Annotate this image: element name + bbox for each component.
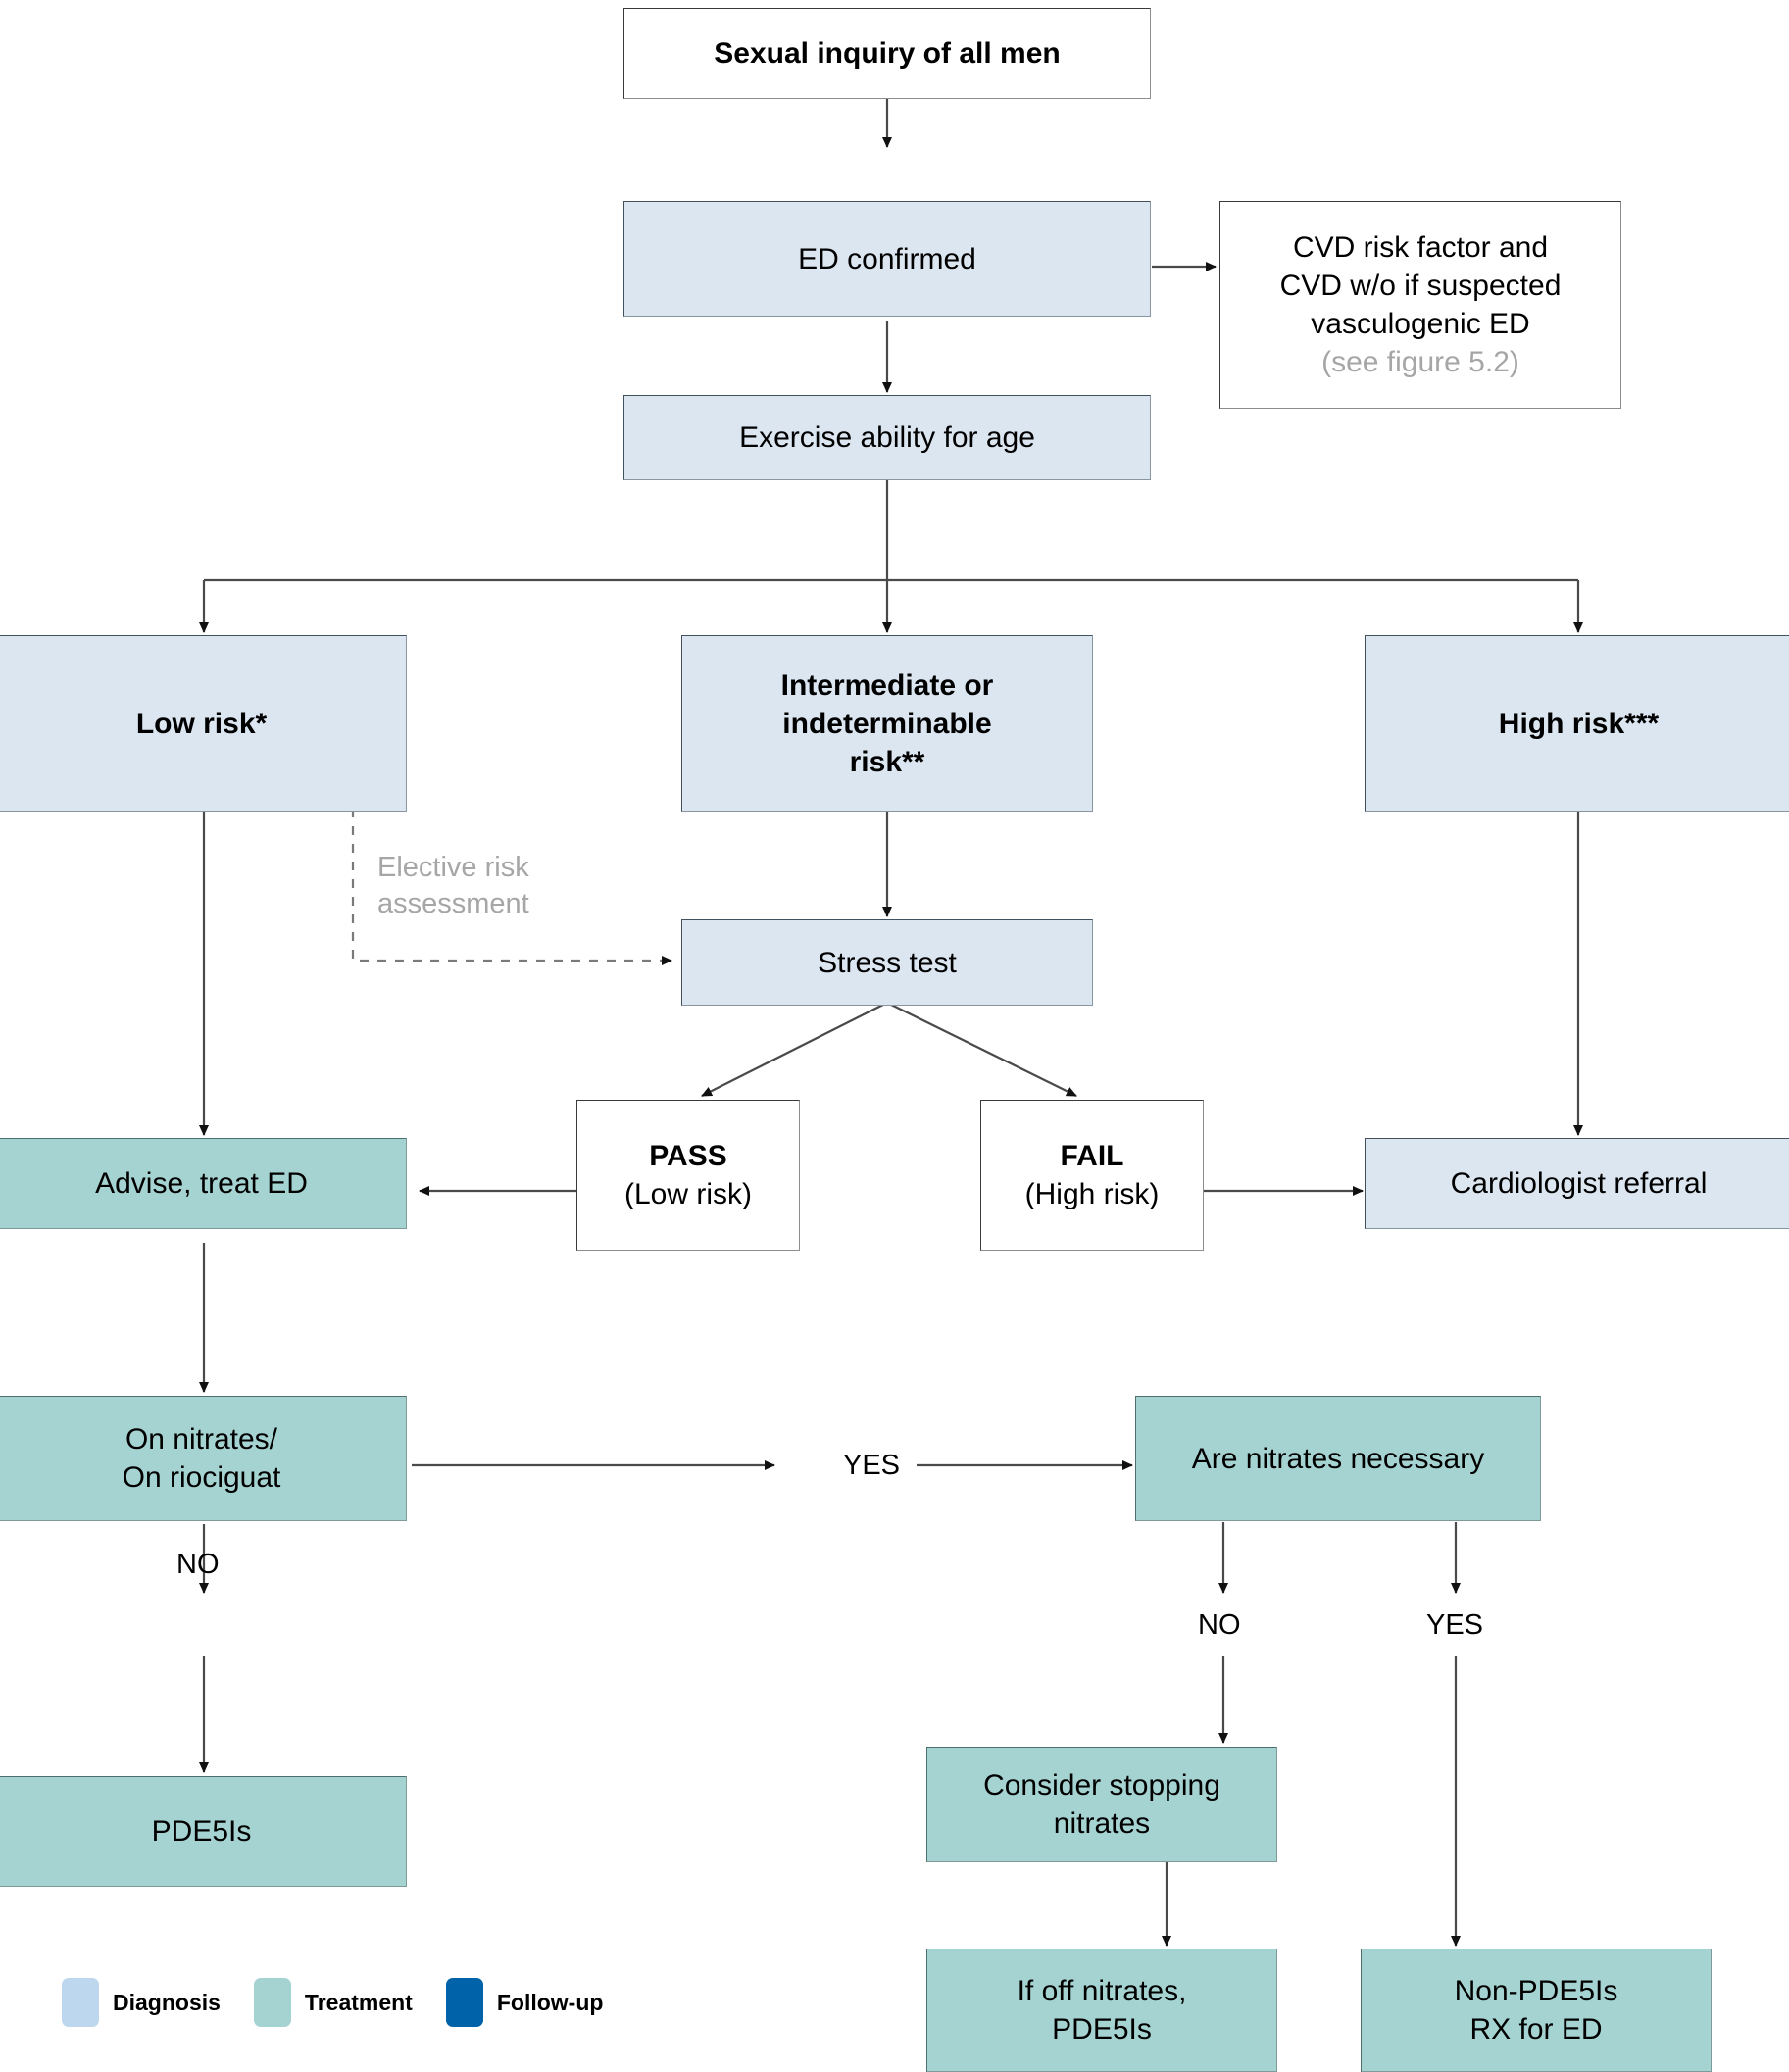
- node-sexual-inquiry[interactable]: Sexual inquiry of all men: [623, 8, 1151, 99]
- cvd-line-3: vasculogenic ED: [1311, 308, 1530, 340]
- legend: Diagnosis Treatment Follow-up: [62, 1978, 636, 2027]
- legend-item-diagnosis: Diagnosis: [62, 1978, 254, 2027]
- node-on-nitrates[interactable]: On nitrates/ On riociguat: [0, 1396, 407, 1521]
- node-pass[interactable]: PASS (Low risk): [576, 1100, 800, 1251]
- node-advise-treat-ed[interactable]: Advise, treat ED: [0, 1138, 407, 1229]
- node-consider-stopping-nitrates[interactable]: Consider stopping nitrates: [926, 1747, 1277, 1862]
- cvd-line-1: CVD risk factor and: [1292, 231, 1549, 264]
- cvd-see-figure-note: (see figure 5.2): [1321, 346, 1519, 378]
- legend-swatch-diagnosis: [62, 1978, 99, 2027]
- node-pde5is[interactable]: PDE5Is: [0, 1776, 407, 1887]
- edge-label-yes-on-nitrates: YES: [843, 1450, 901, 1481]
- edge-label-no-nitrates-necessary: NO: [1198, 1609, 1241, 1641]
- fail-label: FAIL: [1060, 1140, 1124, 1172]
- pass-sublabel: (Low risk): [623, 1178, 752, 1210]
- legend-item-treatment: Treatment: [253, 1978, 446, 2027]
- node-low-risk[interactable]: Low risk*: [0, 635, 407, 812]
- fail-sublabel: (High risk): [1024, 1178, 1160, 1210]
- legend-item-followup: Follow-up: [445, 1978, 637, 2027]
- legend-swatch-followup: [445, 1978, 483, 2027]
- edge-label-elective-risk-assessment: Elective risk assessment: [377, 852, 529, 920]
- node-high-risk[interactable]: High risk***: [1365, 635, 1789, 812]
- node-cardiologist-referral[interactable]: Cardiologist referral: [1365, 1138, 1789, 1229]
- node-ed-confirmed[interactable]: ED confirmed: [623, 201, 1151, 317]
- legend-label-diagnosis: Diagnosis: [113, 1989, 221, 2015]
- node-if-off-nitrates[interactable]: If off nitrates, PDE5Is: [926, 1949, 1277, 2072]
- legend-label-followup: Follow-up: [496, 1989, 604, 2015]
- node-intermediate-risk[interactable]: Intermediate or indeterminable risk**: [681, 635, 1093, 812]
- node-non-pde5is[interactable]: Non-PDE5Is RX for ED: [1361, 1949, 1712, 2072]
- node-are-nitrates-necessary[interactable]: Are nitrates necessary: [1135, 1396, 1541, 1521]
- edge-label-no-on-nitrates: NO: [176, 1549, 220, 1580]
- pass-label: PASS: [649, 1140, 727, 1172]
- legend-swatch-treatment: [253, 1978, 291, 2027]
- edge-label-yes-nitrates-necessary: YES: [1426, 1609, 1484, 1641]
- node-exercise-ability[interactable]: Exercise ability for age: [623, 395, 1151, 480]
- node-cvd-risk-factor[interactable]: CVD risk factor and CVD w/o if suspected…: [1219, 201, 1621, 409]
- legend-label-treatment: Treatment: [304, 1989, 413, 2015]
- cvd-line-2: CVD w/o if suspected: [1279, 270, 1562, 302]
- node-fail[interactable]: FAIL (High risk): [980, 1100, 1204, 1251]
- node-stress-test[interactable]: Stress test: [681, 919, 1093, 1006]
